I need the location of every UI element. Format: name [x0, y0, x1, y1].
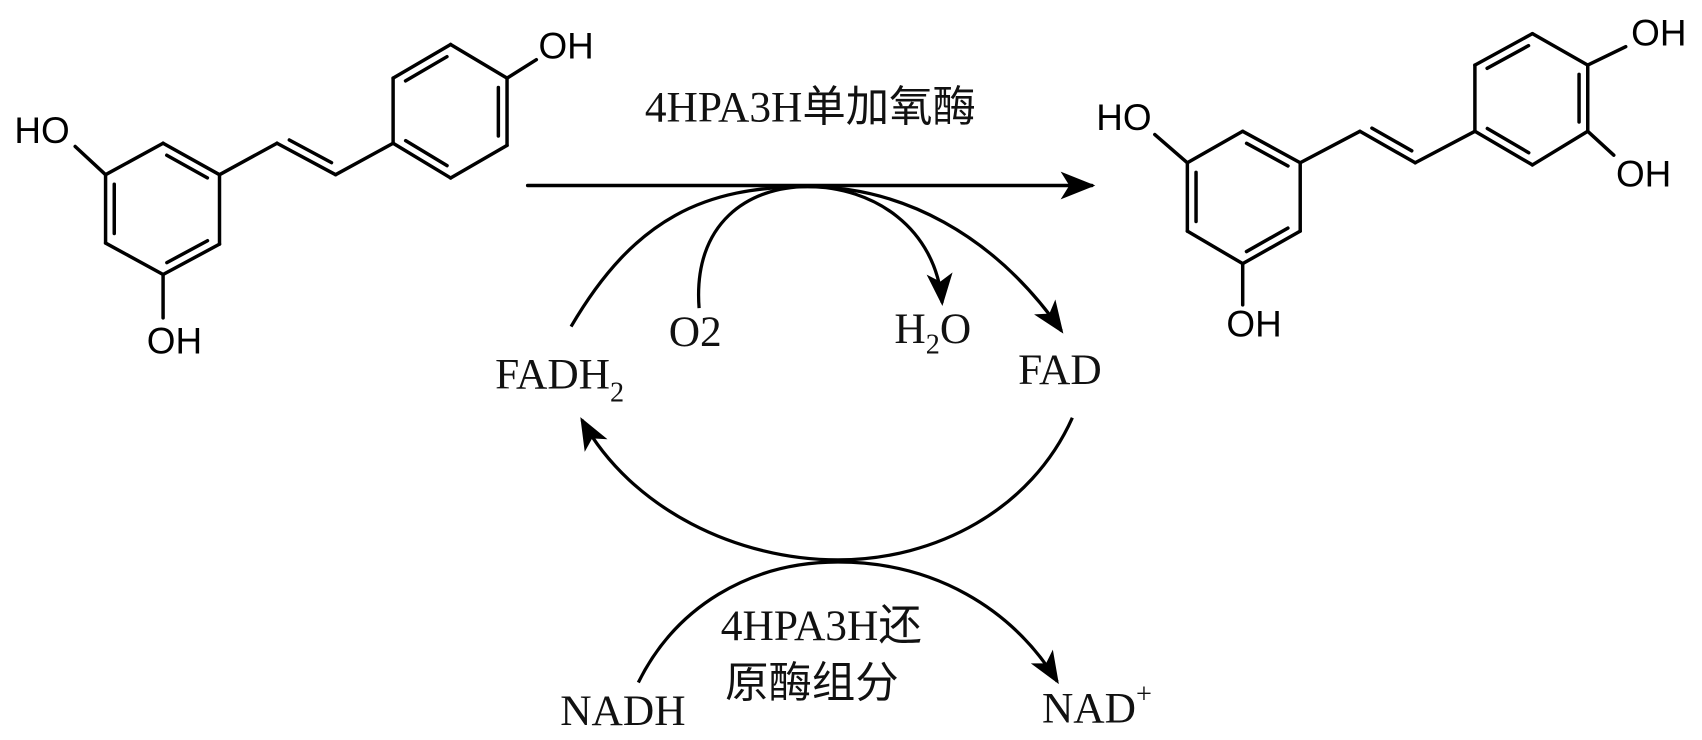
vinyl-bond	[1415, 131, 1475, 162]
h2o-output-arrow	[808, 187, 943, 303]
product-oh-middle-label: OH	[1616, 154, 1671, 195]
reductase-label-line2: 原酶组分	[725, 660, 899, 708]
ring-double-bond	[167, 241, 208, 263]
vinyl-bond	[220, 143, 278, 174]
nad-label: NAD+	[1042, 679, 1152, 733]
ho-bond	[75, 146, 105, 174]
ring-bond	[106, 243, 164, 274]
h2o-label: H2O	[894, 305, 971, 361]
fadh2-label: FADH2	[495, 350, 624, 408]
o2-input-curve	[699, 187, 808, 309]
ring-double-bond	[167, 155, 208, 178]
nadh-label: NADH	[560, 687, 685, 735]
ring-bond	[1187, 131, 1242, 162]
vinyl-double-bond	[1372, 128, 1412, 151]
oh-bond	[1588, 131, 1614, 155]
product-oh-bottom-label: OH	[1226, 303, 1281, 344]
product-ho-label: HO	[1096, 97, 1151, 138]
ho-bond	[1155, 135, 1188, 163]
product-oh-top-label: OH	[1631, 13, 1686, 54]
oh-bond	[1588, 47, 1626, 65]
fad-to-fadh2-arrow	[582, 418, 1072, 560]
reactant-ho-label: HO	[14, 110, 69, 151]
ring-bond	[451, 44, 507, 78]
ring-bond	[1532, 34, 1587, 65]
reductase-label-line1: 4HPA3H还	[721, 602, 922, 650]
vinyl-bond	[1300, 131, 1360, 162]
vinyl-bond	[336, 143, 394, 174]
o2-label: O2	[669, 308, 722, 356]
ring-bond	[451, 145, 507, 178]
monooxygenase-label: 4HPA3H单加氧酶	[645, 84, 976, 132]
fadh2-to-fad-arrow	[571, 187, 1061, 331]
reactant-oh-bottom-label: OH	[147, 321, 202, 362]
resveratrol-structure	[75, 44, 536, 317]
reactant-oh-top-label: OH	[539, 26, 594, 67]
ring-bond	[1187, 231, 1242, 264]
ring-bond	[106, 143, 164, 174]
oh-bond	[507, 60, 536, 78]
ring-bond	[1532, 131, 1587, 165]
fad-label: FAD	[1018, 346, 1102, 394]
piceatannol-structure	[1155, 34, 1626, 305]
